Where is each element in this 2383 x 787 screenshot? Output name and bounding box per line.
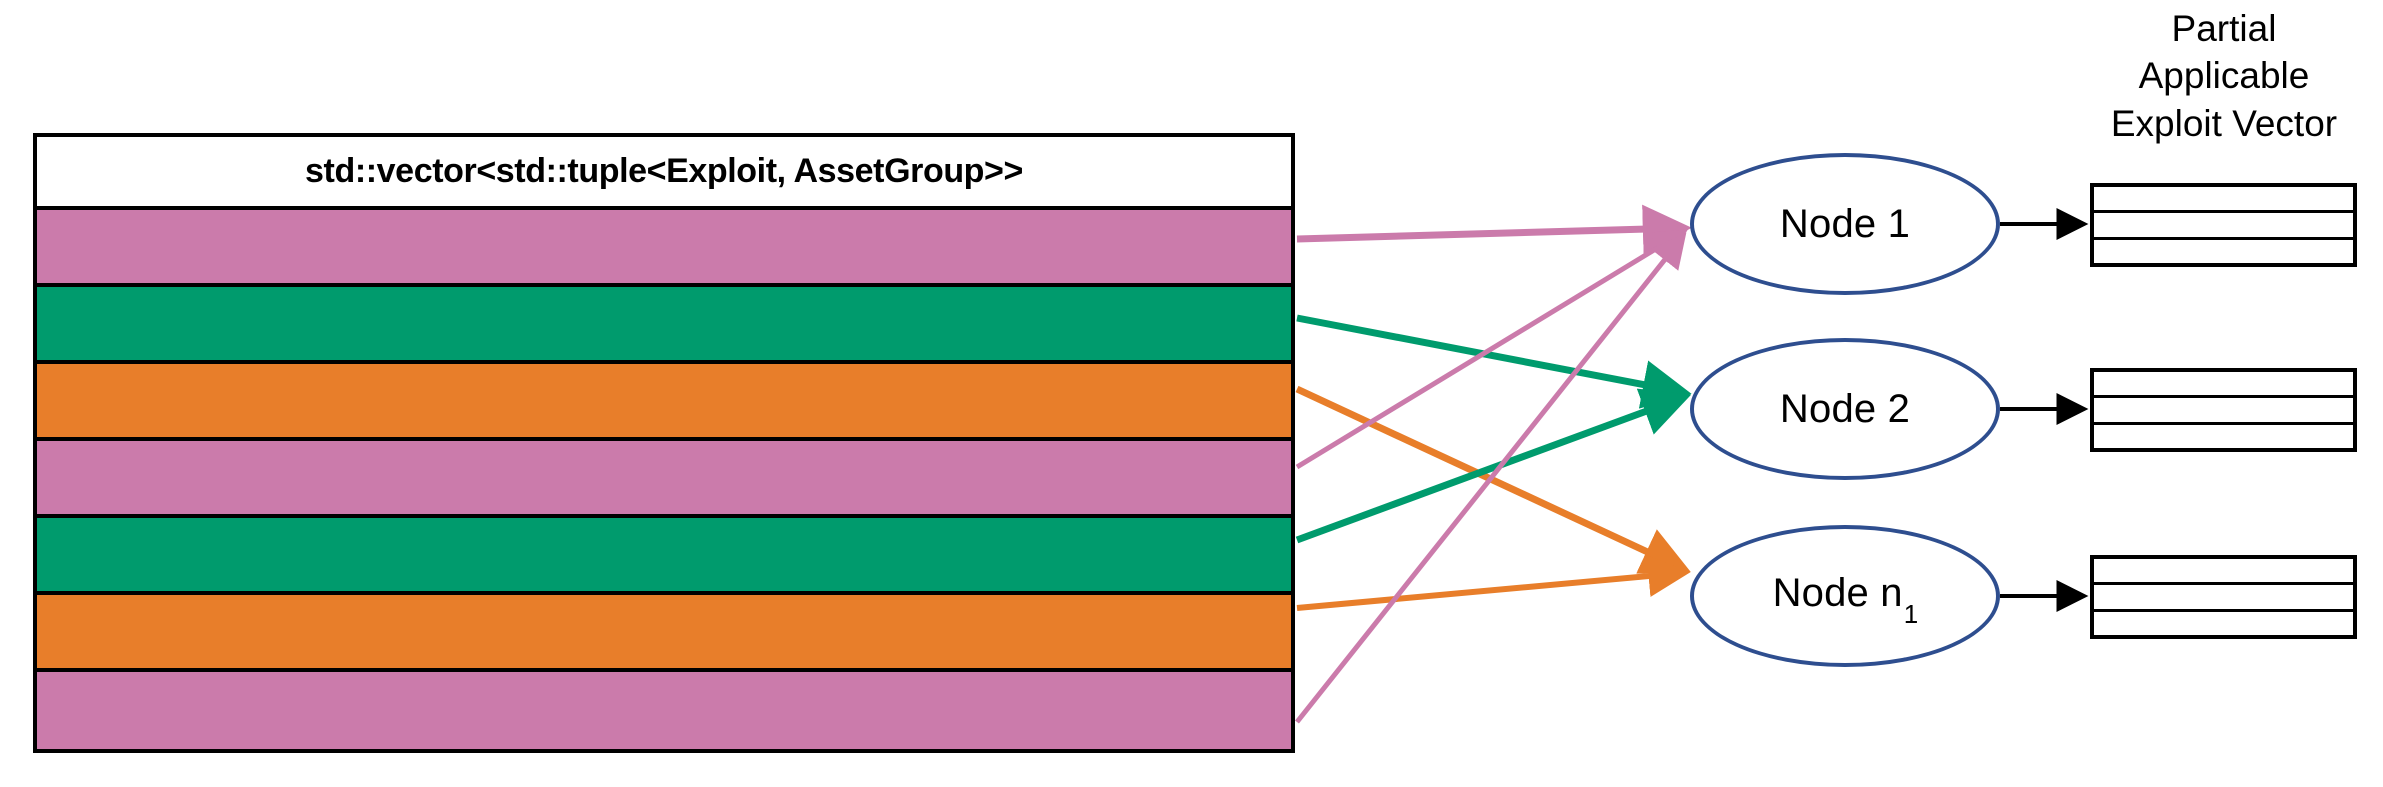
node-n1[interactable]: Node n1 bbox=[1690, 525, 2000, 667]
partial-vector-1-row-2[interactable] bbox=[2094, 213, 2353, 240]
node-1[interactable]: Node 1 bbox=[1690, 153, 2000, 295]
vector-row-1[interactable] bbox=[37, 210, 1291, 287]
edge-row5-to-node2 bbox=[1295, 388, 1692, 544]
vector-row-3[interactable] bbox=[37, 364, 1291, 441]
edge-row3-to-noden1 bbox=[1295, 385, 1691, 574]
vector-row-4[interactable] bbox=[37, 441, 1291, 518]
node-n1-label: Node n1 bbox=[1772, 570, 1919, 629]
partial-vector-3-row-3[interactable] bbox=[2094, 611, 2353, 635]
partial-vector-2-row-2[interactable] bbox=[2094, 398, 2353, 425]
edge-row1-to-node1 bbox=[1296, 204, 1692, 254]
partial-vector-2-row-1[interactable] bbox=[2094, 372, 2353, 399]
edge-row7-to-node1 bbox=[1295, 232, 1687, 724]
vector-table-header: std::vector<std::tuple<Exploit, AssetGro… bbox=[37, 137, 1291, 210]
caption-line-1: Partial bbox=[2171, 8, 2277, 49]
partial-vector-3-row-1[interactable] bbox=[2094, 559, 2353, 586]
partial-vector-3[interactable] bbox=[2090, 555, 2357, 639]
node-n1-label-subscript: 1 bbox=[1903, 598, 1919, 629]
vector-row-7[interactable] bbox=[37, 672, 1291, 749]
partial-applicable-exploit-vector-caption: Partial Applicable Exploit Vector bbox=[2065, 5, 2383, 147]
partial-vector-1[interactable] bbox=[2090, 183, 2357, 267]
caption-line-2: Applicable bbox=[2138, 55, 2310, 97]
edge-row4-to-node1 bbox=[1295, 229, 1688, 470]
node-2[interactable]: Node 2 bbox=[1690, 338, 2000, 480]
exploit-assetgroup-vector-table: std::vector<std::tuple<Exploit, AssetGro… bbox=[33, 133, 1295, 753]
partial-vector-1-row-1[interactable] bbox=[2094, 187, 2353, 214]
node-n1-label-base: Node n bbox=[1772, 570, 1903, 615]
partial-vector-3-row-2[interactable] bbox=[2094, 585, 2353, 612]
edge-row6-to-noden1 bbox=[1296, 555, 1691, 611]
partial-vector-1-row-3[interactable] bbox=[2094, 239, 2353, 263]
partial-vector-2-row-3[interactable] bbox=[2094, 424, 2353, 448]
vector-row-6[interactable] bbox=[37, 595, 1291, 672]
partial-vector-2[interactable] bbox=[2090, 368, 2357, 452]
vector-row-5[interactable] bbox=[37, 518, 1291, 595]
edge-row2-to-node2 bbox=[1296, 314, 1692, 409]
vector-row-2[interactable] bbox=[37, 287, 1291, 364]
caption-line-3: Exploit Vector bbox=[2110, 102, 2338, 144]
node-2-label: Node 2 bbox=[1779, 386, 1911, 431]
node-1-label: Node 1 bbox=[1779, 201, 1911, 246]
